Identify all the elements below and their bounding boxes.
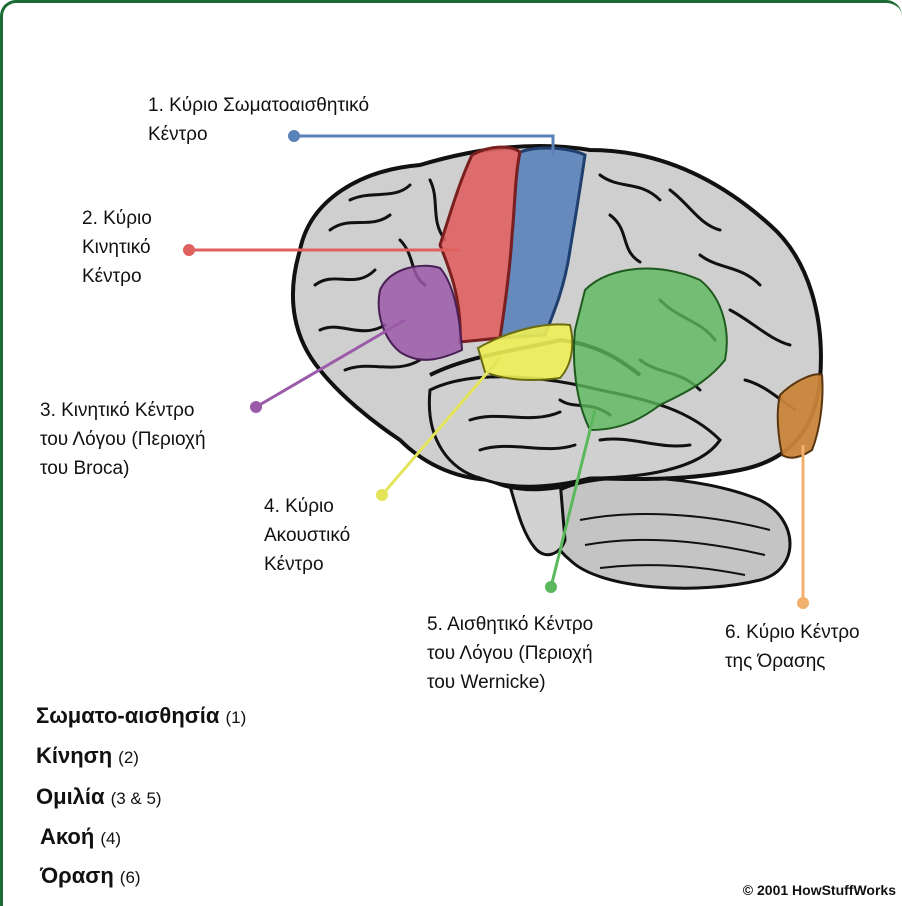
cerebellum [548,478,790,589]
legend-item: Ακοή (4) [40,824,121,850]
legend-ref: (4) [100,829,121,848]
legend-term: Σωματο-αισθησία [36,703,219,728]
legend-ref: (6) [120,868,141,887]
label-motor: 2. Κύριο Κινητικό Κέντρο [82,204,152,291]
legend-term: Όραση [40,863,114,888]
label-broca: 3. Κινητικό Κέντρο του Λόγου (Περιοχή το… [40,396,206,483]
label-visual: 6. Κύριο Κέντρο της Όρασης [725,618,860,676]
leader-dot-3 [250,401,262,413]
legend-item: Ομιλία (3 & 5) [36,784,162,810]
legend-item: Όραση (6) [40,863,141,889]
legend-item: Σωματο-αισθησία (1) [36,703,246,729]
legend-term: Κίνηση [36,743,112,768]
legend-ref: (2) [118,748,139,767]
legend-item: Κίνηση (2) [36,743,139,769]
label-somatosensory: 1. Κύριο Σωματοαισθητικό Κέντρο [148,91,369,149]
legend-ref: (3 & 5) [111,789,162,808]
label-auditory: 4. Κύριο Ακουστικό Κέντρο [264,492,350,579]
copyright-notice: © 2001 HowStuffWorks [743,882,896,898]
legend-term: Ομιλία [36,784,105,809]
legend-term: Ακοή [40,824,94,849]
label-wernicke: 5. Αισθητικό Κέντρο του Λόγου (Περιοχή τ… [427,610,593,697]
leader-dot-2 [183,244,195,256]
leader-dot-6 [797,597,809,609]
leader-dot-4 [376,489,388,501]
legend-ref: (1) [225,708,246,727]
leader-dot-5 [545,581,557,593]
